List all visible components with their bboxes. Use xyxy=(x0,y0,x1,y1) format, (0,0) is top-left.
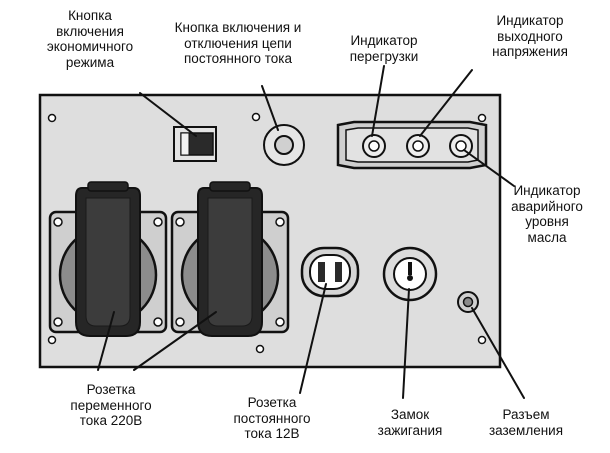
label-eco-mode-button: Кнопка включения экономичного режима xyxy=(46,8,134,70)
label-output-voltage-indicator: Индикатор выходного напряжения xyxy=(492,13,568,59)
eco-mode-switch xyxy=(173,126,217,162)
label-dc-socket: Розетка постоянного тока 12В xyxy=(233,395,311,441)
label-dc-circuit-button: Кнопка включения и отключения цепи посто… xyxy=(174,20,302,66)
label-ground-terminal: Разъем заземления xyxy=(488,407,564,438)
ground-terminal xyxy=(457,291,479,313)
output-voltage-indicator-lamp xyxy=(406,134,430,158)
label-ignition-lock: Замок зажигания xyxy=(377,407,443,438)
label-oil-level-indicator: Индикатор аварийного уровня масла xyxy=(511,183,583,245)
label-ac-socket: Розетка переменного тока 220В xyxy=(70,382,152,428)
mounting-screws xyxy=(47,112,487,354)
dc-socket xyxy=(300,246,360,298)
label-overload-indicator: Индикатор перегрузки xyxy=(349,33,419,64)
ac-socket-left xyxy=(48,181,168,337)
leader-lines xyxy=(97,65,525,399)
overload-indicator-lamp xyxy=(362,134,386,158)
dc-circuit-button xyxy=(263,124,305,166)
ignition-lock xyxy=(382,246,438,302)
ac-socket-right xyxy=(170,181,290,337)
